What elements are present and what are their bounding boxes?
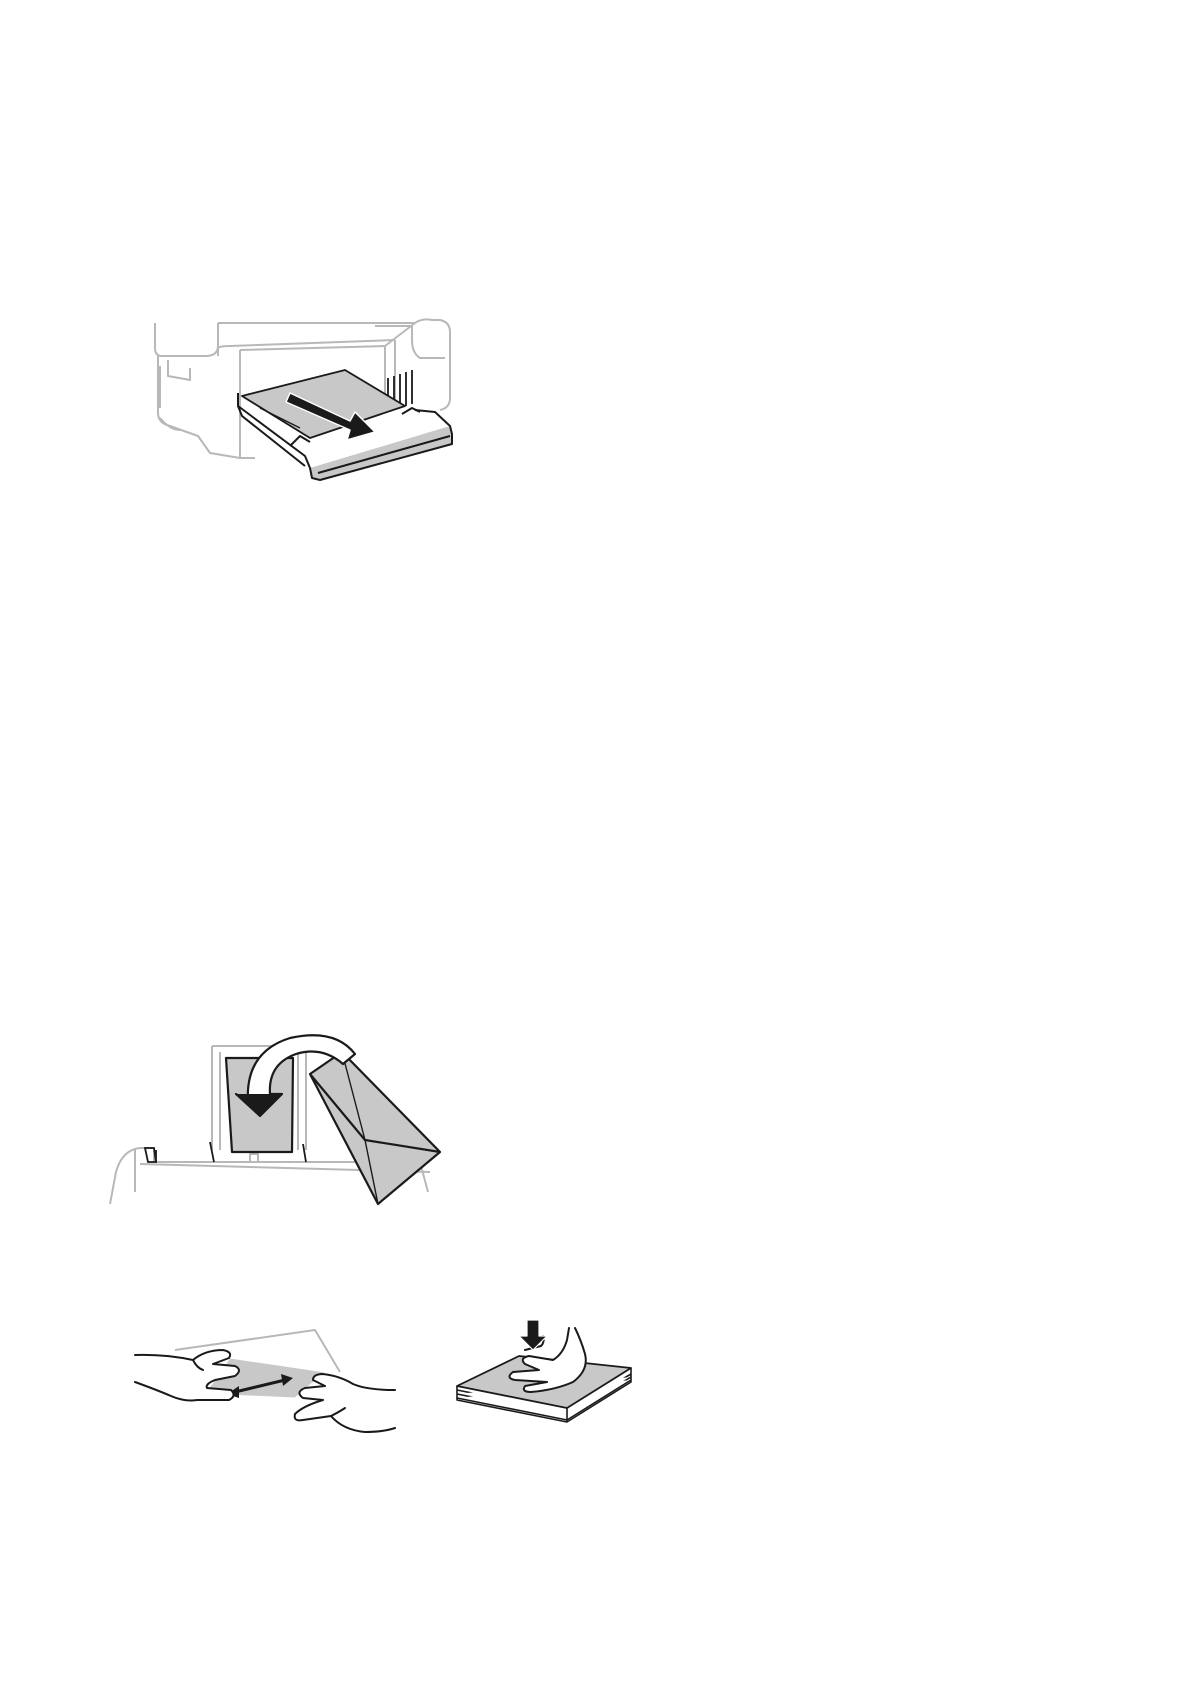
envelope-loading-illustration — [110, 1032, 480, 1222]
down-arrow-icon — [519, 1320, 547, 1350]
hand-flatten-icon — [455, 1320, 635, 1445]
envelope-fold-icon — [110, 1032, 480, 1222]
printer-cassette-icon — [150, 318, 500, 518]
hands-fanning-icon — [135, 1320, 430, 1445]
envelope-tilted — [310, 1052, 440, 1204]
left-hand — [135, 1350, 239, 1401]
flattening-stack-illustration — [455, 1320, 635, 1445]
fanning-paper-illustration — [135, 1320, 430, 1445]
paper-cassette-illustration — [150, 318, 500, 518]
